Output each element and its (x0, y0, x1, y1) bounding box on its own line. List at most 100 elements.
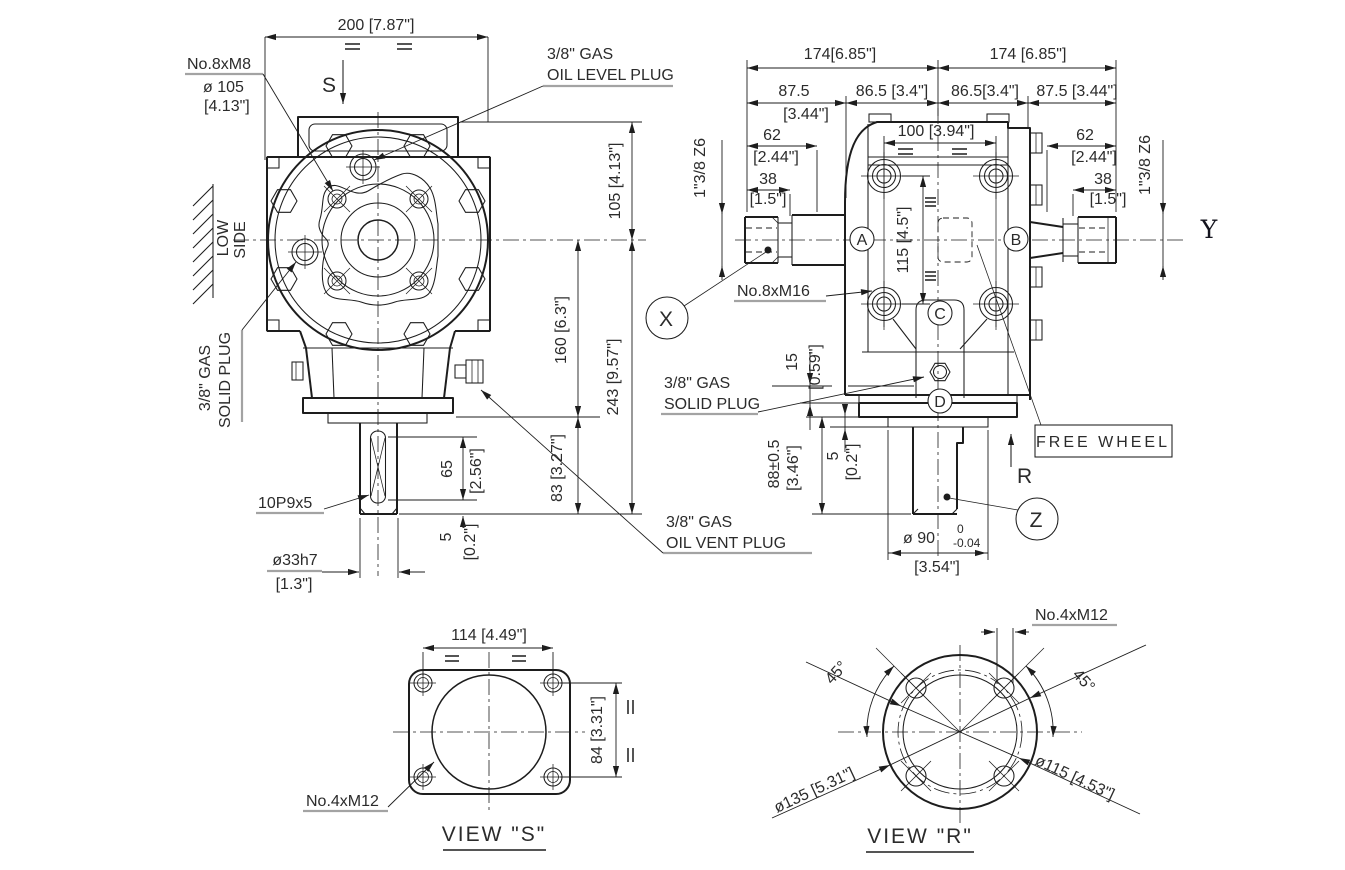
dim-865-left: 86.5 [3.4"] (856, 83, 928, 100)
dimension-115-r (805, 661, 1141, 815)
equality-mark (627, 700, 634, 762)
axis-z-label: Z (1030, 509, 1045, 532)
dim-160-label: 160 [6.3"] (553, 296, 570, 364)
vent-line2: OIL VENT PLUG (666, 535, 786, 552)
dim-38-right: 38 (1094, 171, 1112, 188)
dimension-62-38-left (718, 140, 818, 280)
dim-62-left-in: [2.44"] (753, 149, 799, 166)
dim-105-label: 105 [4.13"] (607, 143, 624, 220)
dim-62-right-in: [2.44"] (1071, 149, 1117, 166)
dim-88-label: 88±0.5 (766, 439, 783, 488)
view-s-title: VIEW "S" (442, 823, 546, 846)
datum-mark (925, 271, 936, 281)
side-bolt-bosses (860, 152, 1020, 330)
low-side-label-2: SIDE (232, 221, 249, 258)
bolt-m12-r-label: No.4xM12 (1035, 607, 1108, 624)
callout-no4xm12-s: No.4xM12 (303, 761, 435, 813)
free-wheel-label: FREE WHEEL (1036, 434, 1170, 451)
dim-875-right: 87.5 [3.44"] (1036, 83, 1117, 100)
dim-65-label: 65 (439, 460, 456, 478)
dimension-174 (746, 60, 1117, 212)
dim-38-left: 38 (759, 171, 777, 188)
dim-5-side-label: 5 (825, 451, 842, 460)
point-b-label: B (1011, 232, 1022, 249)
dim-115-label: 115 [4.5"] (895, 207, 912, 274)
dim-84-label: 84 [3.31"] (589, 696, 606, 764)
dim-115-r-label: ø115 [4.53"] (1032, 752, 1117, 804)
side-housing-outline (844, 113, 1043, 400)
oil-level-line2: OIL LEVEL PLUG (547, 67, 674, 84)
dimension-right-stack (399, 121, 642, 515)
axis-y-label: Y (1200, 215, 1218, 244)
dim-5-in-label: [0.2"] (462, 524, 479, 561)
callout-solid-plug-side: 3/8" GAS SOLID PLUG (661, 375, 925, 416)
input-shaft-left (744, 214, 845, 266)
datum-mark (925, 197, 936, 207)
free-wheel-callout: FREE WHEEL (976, 244, 1173, 458)
dim-38-right-in: [1.5"] (1090, 191, 1127, 208)
bolt-callout-line1: No.8xM8 (187, 56, 251, 73)
low-side-label-1: LOW (215, 219, 232, 256)
pedestal (915, 299, 965, 398)
keyway-slot (369, 430, 387, 504)
callout-no4xm12-r: No.4xM12 (981, 607, 1117, 684)
dim-88-in-label: [3.46"] (785, 445, 802, 491)
dimension-65-5 (388, 436, 477, 528)
dim-90-in-label: [3.54"] (914, 559, 960, 576)
leader-dot (943, 493, 951, 501)
shaft-dia-label-1: ø33h7 (272, 552, 317, 569)
dim-865-right: 86.5[3.4"] (951, 83, 1019, 100)
dim-875-left: 87.5 (778, 83, 809, 100)
dimension-200 (264, 33, 489, 160)
dim-174-left: 174[6.85"] (804, 46, 876, 63)
dim-5-label: 5 (438, 532, 455, 541)
point-a-label: A (857, 232, 868, 249)
dimension-62-38-right (1046, 140, 1167, 280)
view-r: 45° 45° ø135 [5.31"] ø115 [4.53"] No.4xM… (771, 607, 1147, 853)
dim-15-in-label: [0.59"] (807, 344, 824, 390)
dim-174-right: 174 [6.85"] (990, 46, 1067, 63)
dim-90-tol-upper: 0 (957, 522, 964, 536)
dim-15-label: 15 (784, 353, 801, 371)
spline-label-left: 1"3/8 Z6 (692, 138, 709, 198)
angle-dimensions (863, 665, 1057, 738)
angle-45-left: 45° (822, 658, 851, 687)
dim-243-label: 243 [9.57"] (605, 339, 622, 416)
dimension-135 (771, 644, 1147, 819)
callout-no8xm8: No.8xM8 ø 105 [4.13"] (185, 56, 334, 192)
dimension-100 (883, 136, 997, 168)
dim-114-label: 114 [4.49"] (451, 627, 527, 644)
equality-mark (898, 148, 967, 155)
flange-holes (409, 669, 567, 791)
dim-100-label: 100 [3.94"] (898, 123, 975, 140)
output-shaft-right (1029, 216, 1117, 264)
point-d-label: D (934, 394, 946, 411)
equality-mark (445, 655, 526, 662)
view-s: 114 [4.49"] 84 [3.31"] No.4xM12 VIEW "S" (303, 627, 634, 851)
axis-x-marker: X (645, 246, 772, 340)
point-c-label: C (934, 306, 946, 323)
view-r-arrow-label: R (1017, 465, 1034, 488)
point-markers: A B C D (849, 226, 1029, 414)
callout-solid-plug-front: 3/8" GAS SOLID PLUG (197, 261, 297, 428)
key-label: 10P9x5 (258, 495, 312, 512)
shaft-dia-label-2: [1.3"] (276, 576, 313, 593)
dim-5-side-in-label: [0.2"] (844, 444, 861, 481)
dimension-88 (806, 416, 911, 515)
dimension-115 (902, 175, 930, 305)
oil-level-plug (345, 149, 381, 185)
callout-key: 10P9x5 (256, 494, 370, 515)
dimension-shaft-dia (267, 518, 425, 578)
side-view: 174[6.85"] 174 [6.85"] 87.5 [3.44"] 86.5… (645, 46, 1218, 576)
dimension-114 (422, 644, 554, 676)
dim-135-label: ø135 [5.31"] (772, 765, 858, 817)
bolt-callout-line3: [4.13"] (204, 98, 250, 115)
angle-45-right: 45° (1069, 666, 1098, 695)
spline-label-right: 1"3/8 Z6 (1137, 135, 1154, 195)
dim-90-tol-lower: -0.04 (953, 536, 981, 550)
solid-plug-side-line1: 3/8" GAS (664, 375, 730, 392)
leader-dot (764, 246, 772, 254)
free-wheel-pocket (937, 217, 973, 263)
hatch-wall (192, 184, 214, 305)
